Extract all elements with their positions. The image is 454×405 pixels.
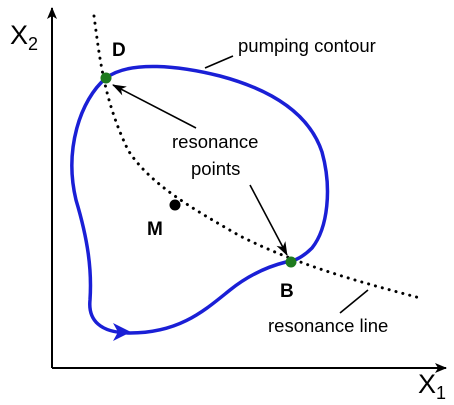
pumping-contour xyxy=(70,64,330,335)
resonance-point-d xyxy=(100,72,112,84)
contour-direction-arrow-icon xyxy=(113,323,131,341)
x-axis-label: X1 xyxy=(418,369,446,403)
annotation-resonance-points-line1: resonance xyxy=(172,131,258,152)
pointer-line-resonance-line xyxy=(339,289,369,314)
annotation-resonance-line: resonance line xyxy=(268,315,388,336)
resonance-line xyxy=(92,14,422,300)
annotation-resonance-points-line2: points xyxy=(191,158,240,179)
point-label-d: D xyxy=(112,40,126,61)
pointer-line-contour xyxy=(204,55,234,69)
point-label-b: B xyxy=(280,281,294,302)
y-axis-label: X2 xyxy=(10,20,38,54)
pointer-arrow-to-b xyxy=(249,184,288,256)
y-axis-letter: X xyxy=(10,20,28,50)
pointer-arrow-to-d xyxy=(112,84,197,129)
resonance-point-b xyxy=(285,256,297,268)
x-axis-subscript: 1 xyxy=(436,383,446,403)
annotation-pumping-contour: pumping contour xyxy=(238,35,376,56)
center-point-m xyxy=(169,199,181,211)
point-label-m: M xyxy=(147,219,163,240)
y-axis-subscript: 2 xyxy=(28,34,38,54)
x-axis-letter: X xyxy=(418,369,436,399)
